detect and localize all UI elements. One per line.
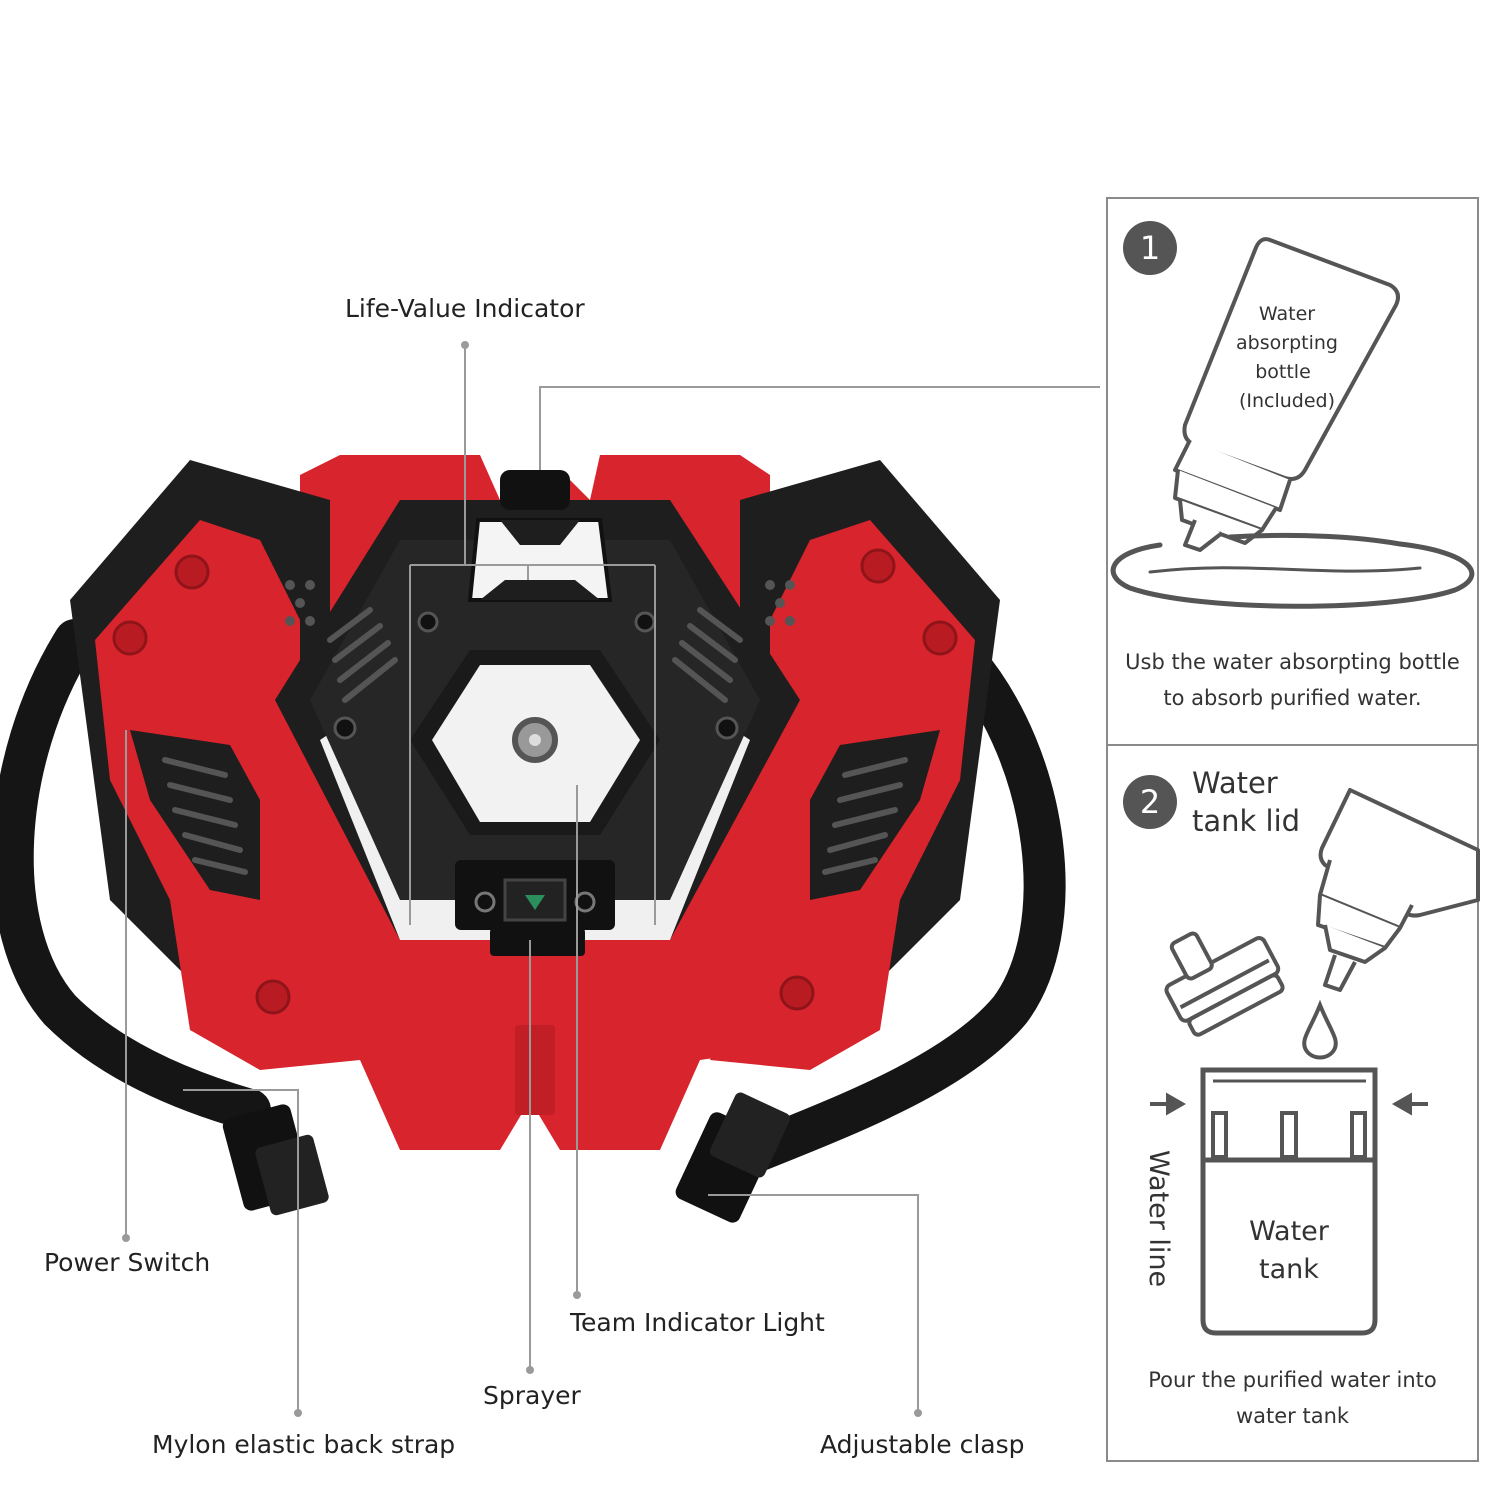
vest-illustration [0,341,1100,1417]
tank-lid-label-line2: tank lid [1192,804,1301,838]
left-strap [0,619,271,1131]
step-1-caption-line2: to absorb purified water. [1163,686,1422,710]
bottle-label-line2: absorpting [1236,332,1338,354]
step-1-badge: 1 [1123,221,1177,275]
step-1-caption-line1: Usb the water absorpting bottle [1125,650,1460,674]
tank-lid-label-line1: Water [1192,766,1278,800]
step-2-badge: 2 [1123,775,1177,829]
life-value-indicator-label: Life-Value Indicator [345,294,585,323]
back-strap-label: Mylon elastic back strap [152,1430,456,1459]
step-2-caption-line2: water tank [1235,1404,1350,1428]
water-line-label: Water line [1143,1150,1174,1288]
left-buckle [222,1104,329,1216]
bottle-label-line1: Water [1258,303,1316,325]
adjustable-clasp-label: Adjustable clasp [820,1430,1025,1459]
team-indicator-light-label: Team Indicator Light [570,1308,825,1337]
water-tank-label-line2: tank [1259,1254,1319,1285]
sprayer-label: Sprayer [483,1381,581,1410]
right-strap [739,639,1066,1171]
bottle-label-line4: (Included) [1238,390,1336,412]
step-2-caption-line1: Pour the purified water into [1148,1368,1437,1392]
step-2-panel [1106,744,1479,1462]
power-switch-label: Power Switch [44,1248,211,1277]
bottle-label-line3: bottle [1255,361,1311,383]
water-tank-label-line1: Water [1249,1216,1329,1247]
